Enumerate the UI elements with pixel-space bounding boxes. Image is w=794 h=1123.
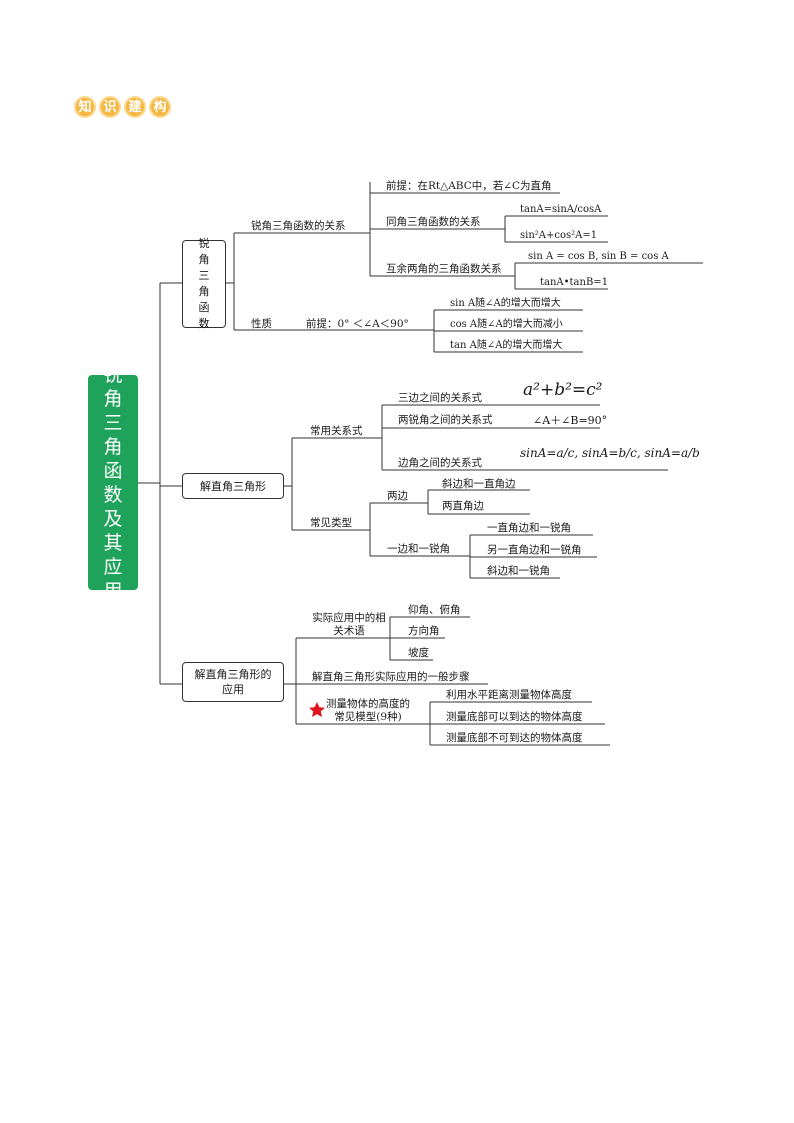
branch-solve-right-triangle-label: 解直角三角形 xyxy=(200,480,266,493)
relations-label: 锐角三角函数的关系 xyxy=(251,220,346,232)
common-relation-label: 两锐角之间的关系式 xyxy=(398,414,493,426)
terms-item: 坡度 xyxy=(408,647,429,659)
badge-char: 构 xyxy=(149,96,171,118)
badge-char: 知 xyxy=(74,96,96,118)
section-badge: 知 识 建 构 xyxy=(74,96,171,118)
star-icon xyxy=(309,702,325,717)
angle-sum-formula: ∠A＋∠B=90° xyxy=(533,414,608,427)
models-item: 测量底部可以到达的物体高度 xyxy=(446,711,583,723)
side-angle-item: 斜边和一锐角 xyxy=(487,565,550,577)
models-item: 利用水平距离测量物体高度 xyxy=(446,689,572,701)
complementary-label: 互余两角的三角函数关系 xyxy=(386,263,502,275)
side-angle-label: 一边和一锐角 xyxy=(387,543,450,555)
models-item: 测量底部不可到达的物体高度 xyxy=(446,732,583,744)
root-node: 锐角三角函数及其应用 xyxy=(88,364,138,602)
general-steps-label: 解直角三角形实际应用的一般步骤 xyxy=(312,671,470,683)
two-sides-item: 斜边和一直角边 xyxy=(442,478,516,490)
terms-label: 实际应用中的相关术语 xyxy=(312,612,386,637)
property-label: 性质 xyxy=(251,318,272,330)
branch-solve-right-triangle: 解直角三角形 xyxy=(182,473,284,499)
property-item: tan A随∠A的增大而增大 xyxy=(450,340,563,351)
two-sides-item: 两直角边 xyxy=(442,500,484,512)
same-angle-item: sin²A+cos²A=1 xyxy=(520,230,598,241)
complementary-item: tanA•tanB=1 xyxy=(540,277,609,288)
common-types-label: 常见类型 xyxy=(310,517,352,529)
two-sides-label: 两边 xyxy=(387,490,408,502)
terms-item: 仰角、俯角 xyxy=(408,604,461,616)
complementary-item: sin A = cos B, sin B = cos A xyxy=(528,251,669,262)
branch-applications: 解直角三角形的应用 xyxy=(182,662,284,702)
property-item: sin A随∠A的增大而增大 xyxy=(450,298,561,309)
badge-char: 建 xyxy=(124,96,146,118)
common-relation-label: 三边之间的关系式 xyxy=(398,392,482,404)
terms-item: 方向角 xyxy=(408,625,440,637)
branch-trig-functions-label: 锐角三角函数 xyxy=(198,237,210,330)
common-relation-label: 边角之间的关系式 xyxy=(398,457,482,469)
branch-applications-label: 解直角三角形的应用 xyxy=(194,668,272,696)
side-angle-formula: sinA=a/c, sinA=b/c, sinA=a/b xyxy=(520,446,700,460)
pythagorean-formula: a²+b²=c² xyxy=(523,380,603,400)
side-angle-item: 一直角边和一锐角 xyxy=(487,522,571,534)
property-item: cos A随∠A的增大而减小 xyxy=(450,319,563,330)
same-angle-item: tanA=sinA/cosA xyxy=(520,204,602,215)
models-label: 测量物体的高度的常见模型(9种) xyxy=(326,698,410,723)
same-angle-label: 同角三角函数的关系 xyxy=(386,216,481,228)
side-angle-item: 另一直角边和一锐角 xyxy=(487,544,582,556)
root-label: 锐角三角函数及其应用 xyxy=(103,363,123,602)
property-premise: 前提：0° ＜∠A＜90° xyxy=(306,318,409,330)
branch-trig-functions: 锐角三角函数 xyxy=(182,237,226,330)
badge-char: 识 xyxy=(99,96,121,118)
common-relations-label: 常用关系式 xyxy=(310,425,363,437)
relations-premise: 前提：在Rt△ABC中，若∠C为直角 xyxy=(386,180,552,192)
